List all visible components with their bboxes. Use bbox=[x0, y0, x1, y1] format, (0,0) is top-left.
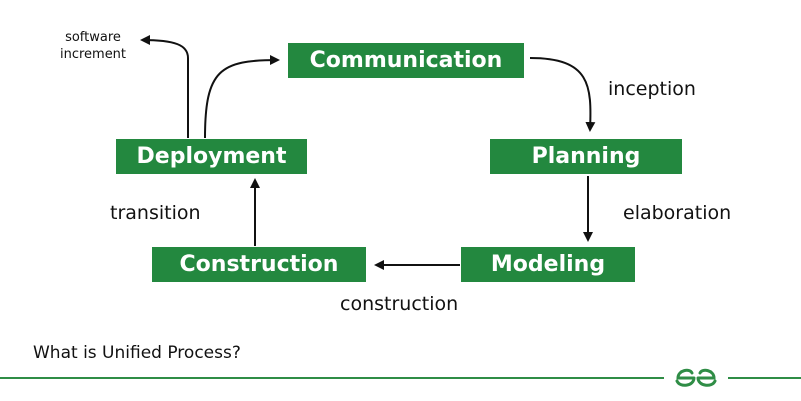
edge-deployment-to-communication bbox=[204, 55, 280, 139]
node-communication-label: Communication bbox=[309, 48, 503, 73]
node-deployment: Deployment bbox=[116, 139, 307, 174]
edge-label-transition: transition bbox=[110, 202, 201, 224]
geeksforgeeks-logo-icon bbox=[675, 368, 717, 387]
edge-label-inception: inception bbox=[608, 78, 696, 100]
node-communication: Communication bbox=[288, 43, 524, 78]
edge-deployment-to-software-increment bbox=[140, 35, 189, 138]
node-modeling: Modeling bbox=[461, 247, 635, 282]
caption: What is Unified Process? bbox=[33, 343, 241, 363]
node-modeling-label: Modeling bbox=[490, 252, 606, 277]
edge-label-software-increment: software increment bbox=[59, 30, 127, 62]
edge-communication-to-planning bbox=[529, 57, 596, 132]
node-construction-label: Construction bbox=[179, 252, 339, 277]
footer-divider-right bbox=[728, 377, 801, 379]
edge-label-elaboration: elaboration bbox=[623, 202, 732, 224]
edge-label-construction: construction bbox=[340, 293, 459, 315]
node-planning: Planning bbox=[490, 139, 682, 174]
node-construction: Construction bbox=[152, 247, 366, 282]
footer-divider-left bbox=[0, 377, 664, 379]
node-planning-label: Planning bbox=[531, 144, 641, 169]
node-deployment-label: Deployment bbox=[136, 144, 287, 169]
